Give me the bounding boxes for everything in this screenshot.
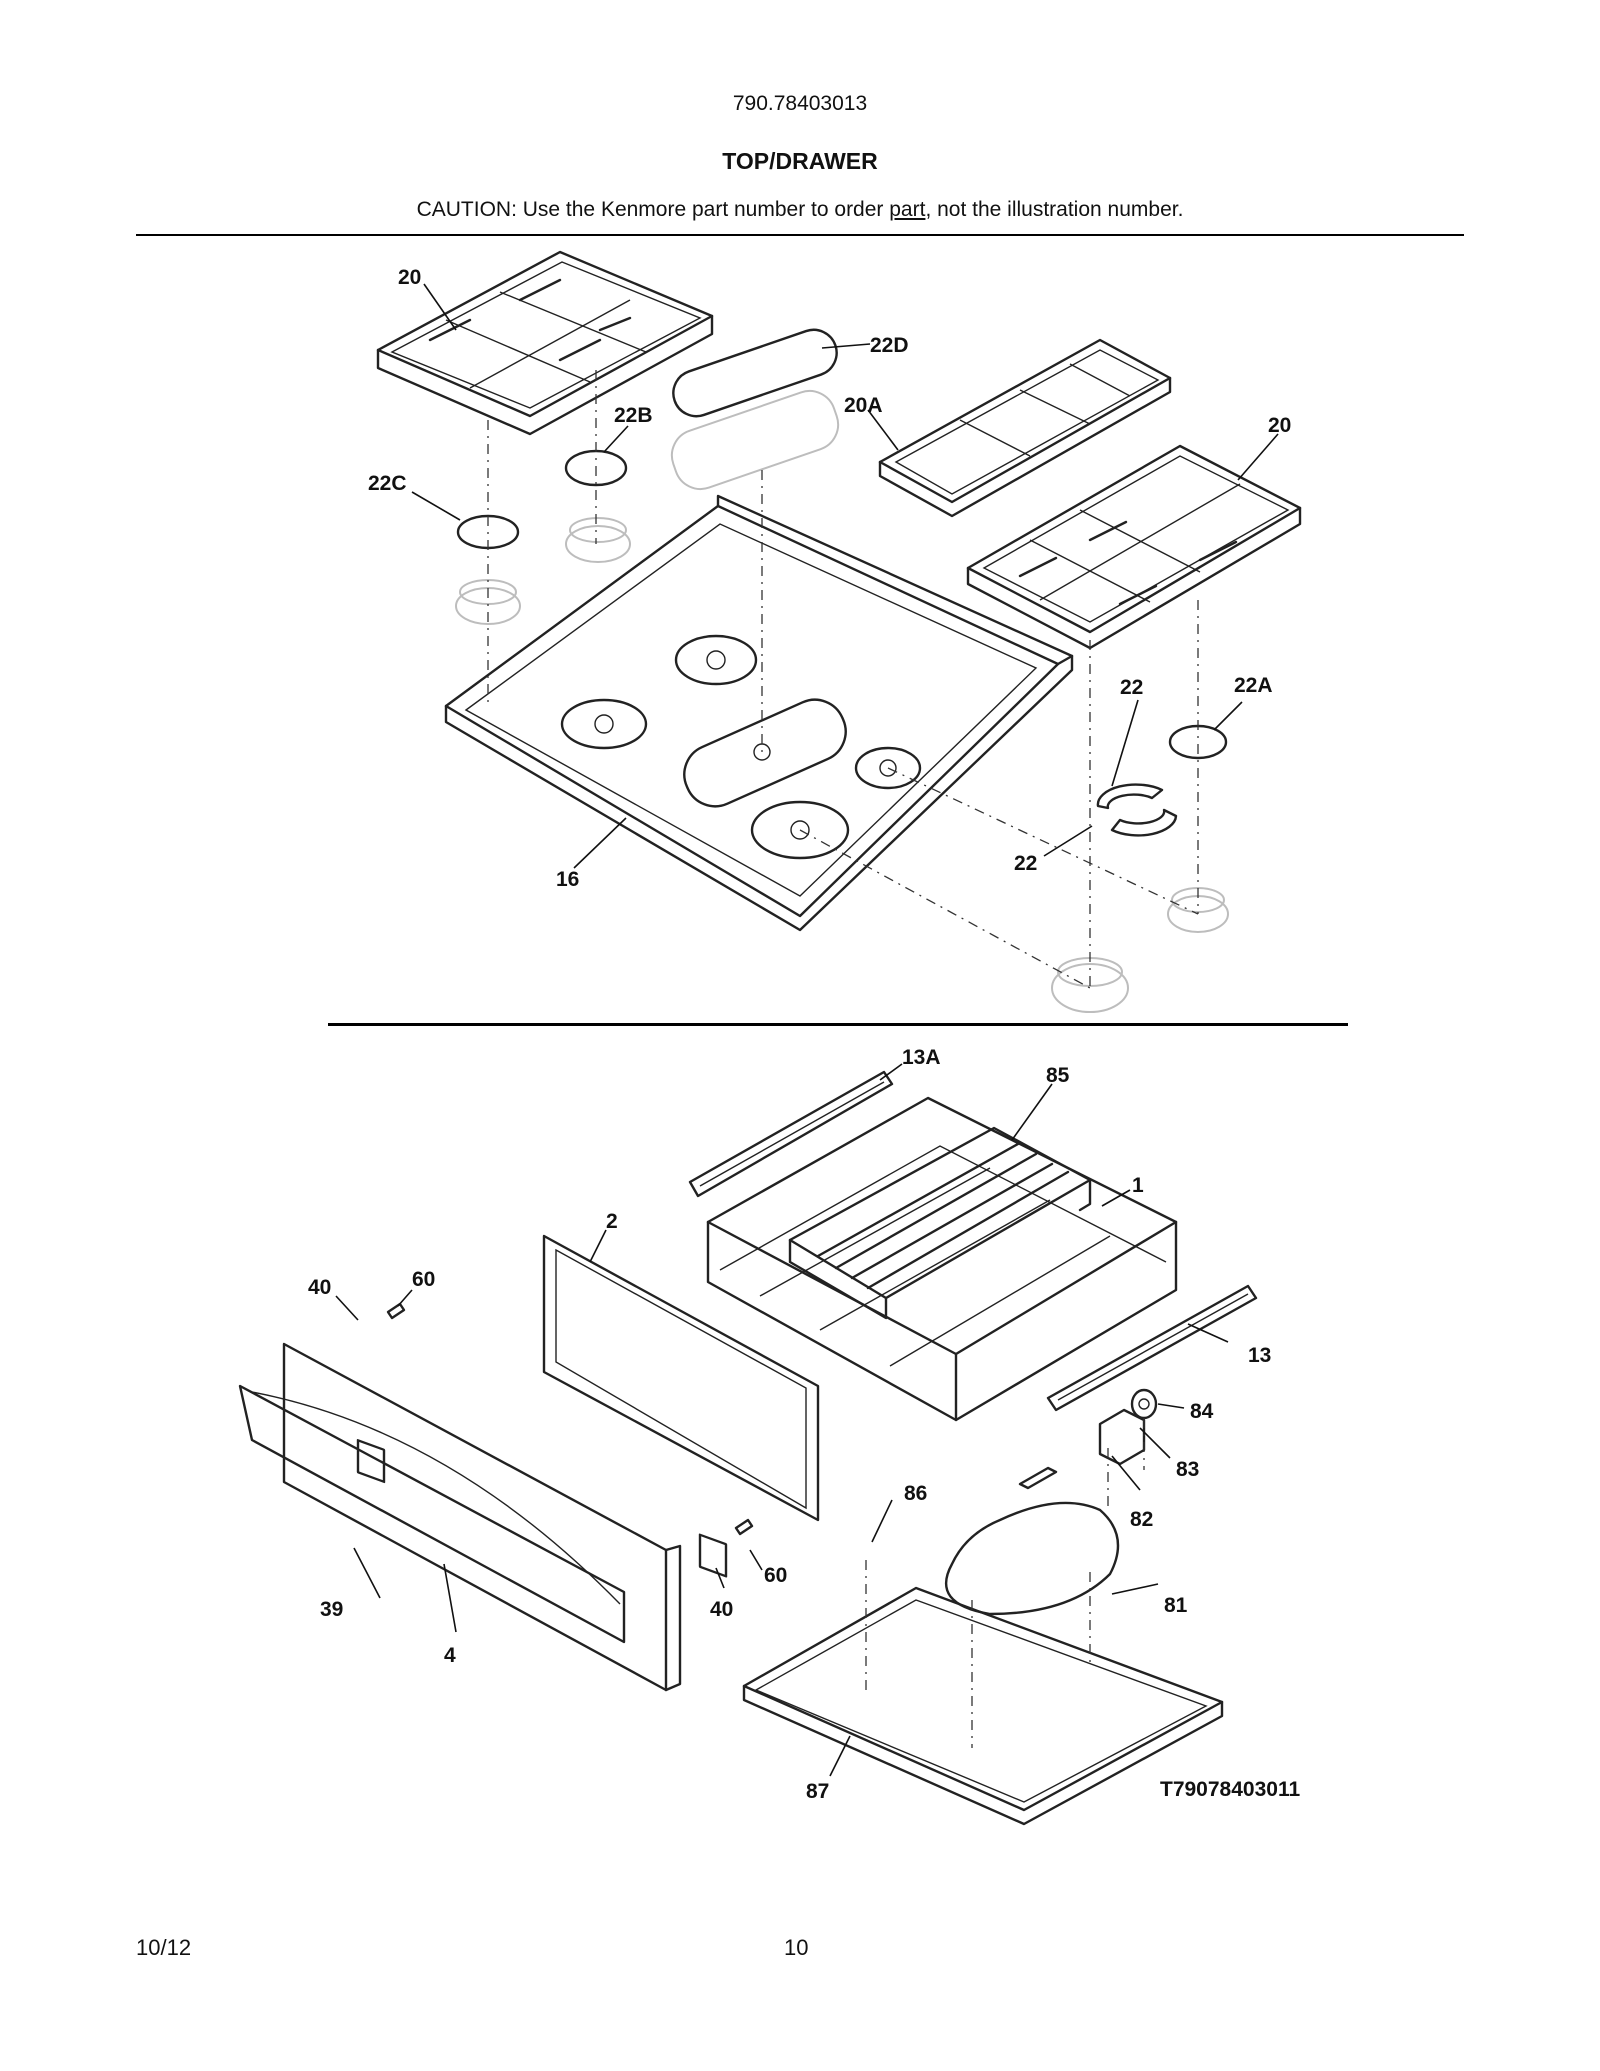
footer-date: 10/12 xyxy=(136,1935,192,1960)
drawer-bottom xyxy=(742,1586,1224,1826)
callout-22a: 22A xyxy=(1234,674,1273,697)
callout-60: 60 xyxy=(412,1268,435,1291)
screw-60-lower xyxy=(734,1518,754,1536)
callout-83: 83 xyxy=(1176,1458,1199,1481)
bracket-86 xyxy=(1018,1466,1058,1490)
bottom-leader-lines xyxy=(335,1063,1229,1777)
callout-2: 2 xyxy=(606,1210,618,1233)
model-number: 790.78403013 xyxy=(732,92,868,115)
top-leader-lines xyxy=(411,283,1279,869)
thermostat-84 xyxy=(1130,1388,1158,1420)
callout-13: 13 xyxy=(1248,1344,1271,1367)
callout-4: 4 xyxy=(444,1644,456,1667)
grate-right xyxy=(966,444,1302,650)
callout-13a: 13A xyxy=(902,1046,941,1069)
callout-20a: 20A xyxy=(844,394,883,417)
callout-16: 16 xyxy=(556,868,579,891)
callout-20: 20 xyxy=(1268,414,1291,437)
drawer-slide-13 xyxy=(1046,1284,1258,1412)
cooktop xyxy=(444,494,1074,932)
caution-text-prefix: CAUTION: Use the Kenmore part number to … xyxy=(416,198,890,221)
griddle xyxy=(670,328,840,490)
bottom-dash-lines xyxy=(865,1418,1145,1748)
section-divider xyxy=(328,1023,1348,1026)
burner-cap-22-split xyxy=(1096,783,1178,837)
drawer-front xyxy=(238,1342,682,1692)
callout-86: 86 xyxy=(904,1482,927,1505)
screw-60-upper xyxy=(386,1302,406,1320)
callout-labels: 20 22D 22B 20A 20 22C 22 22A 22 16 13A 8… xyxy=(308,266,1300,1803)
grate-center xyxy=(878,338,1172,518)
callout-60: 60 xyxy=(764,1564,787,1587)
bracket-40-lower xyxy=(698,1533,728,1578)
burner-81 xyxy=(944,1501,1120,1616)
callout-81: 81 xyxy=(1164,1594,1188,1617)
caution-note: CAUTION: Use the Kenmore part number to … xyxy=(0,198,1600,222)
callout-85: 85 xyxy=(1046,1064,1070,1087)
callout-22: 22 xyxy=(1120,676,1143,699)
callout-22c: 22C xyxy=(368,472,407,495)
ignitor-bracket-83 xyxy=(1098,1408,1146,1466)
header-divider xyxy=(136,234,1464,236)
callout-82: 82 xyxy=(1130,1508,1153,1531)
drawer-inner-panel xyxy=(542,1234,820,1522)
caution-text-suffix: , not the illustration number. xyxy=(925,198,1184,221)
callout-40: 40 xyxy=(308,1276,331,1299)
callout-22: 22 xyxy=(1014,852,1037,875)
drawing-id: T79078403011 xyxy=(1160,1778,1300,1801)
callout-1: 1 xyxy=(1132,1174,1144,1197)
page-title: TOP/DRAWER xyxy=(722,148,878,174)
drawer-slide-13a xyxy=(688,1070,894,1198)
ghost-burners xyxy=(455,517,1229,1013)
grate-left xyxy=(376,250,714,436)
callout-39: 39 xyxy=(320,1598,343,1621)
bracket-40-upper xyxy=(356,1439,386,1484)
callout-22b: 22B xyxy=(614,404,653,427)
callout-22d: 22D xyxy=(870,334,909,357)
callout-40: 40 xyxy=(710,1598,733,1621)
broiler-rack xyxy=(788,1126,1092,1320)
top-dash-lines xyxy=(487,370,1199,989)
caution-part-link: part xyxy=(889,198,926,221)
drawer-body xyxy=(706,1096,1178,1422)
callout-87: 87 xyxy=(806,1780,829,1803)
footer-page-number: 10 xyxy=(784,1935,809,1960)
callout-84: 84 xyxy=(1190,1400,1214,1423)
callout-20: 20 xyxy=(398,266,421,289)
